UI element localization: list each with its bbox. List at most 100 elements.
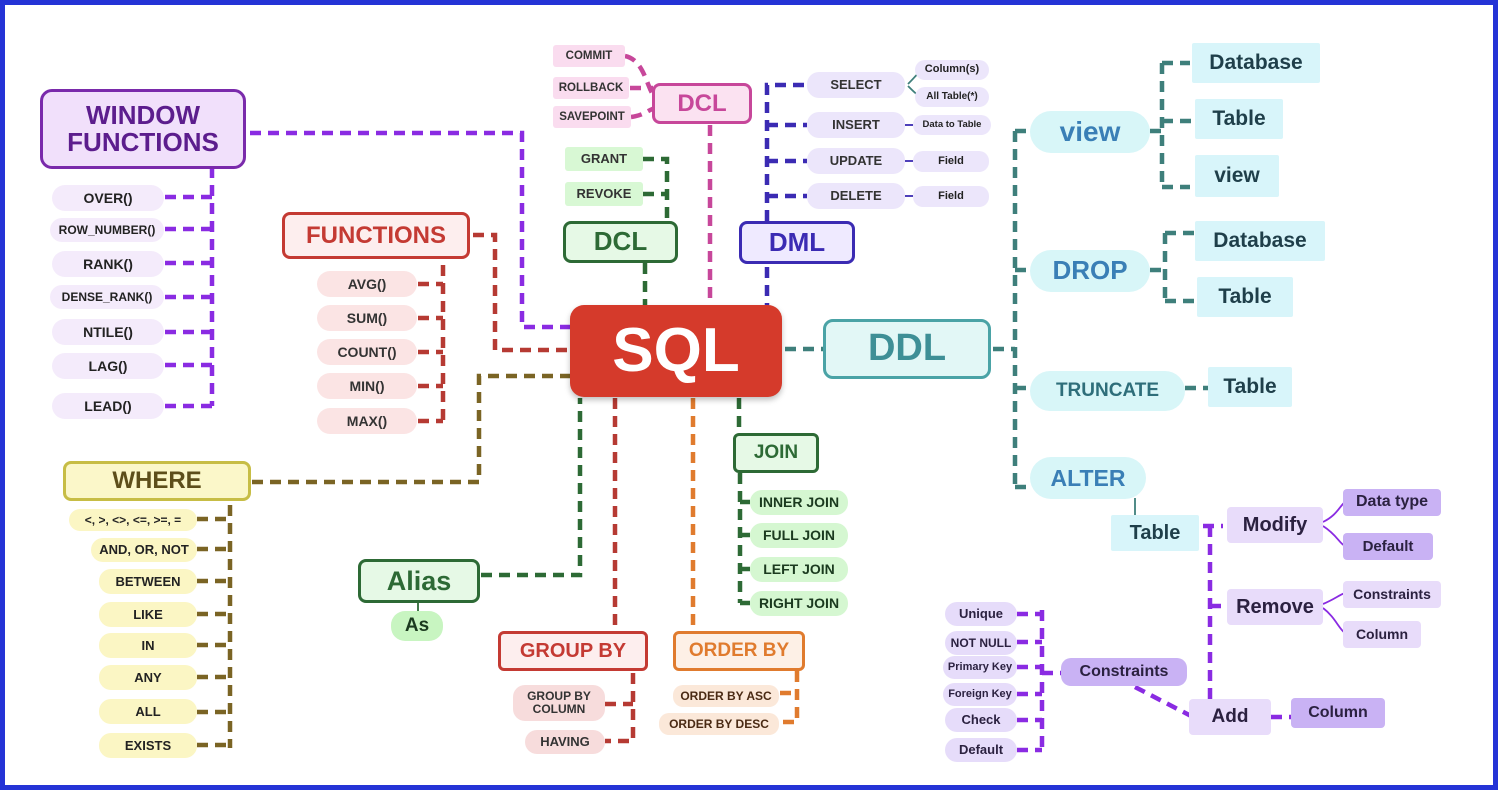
constraint-item: Default xyxy=(945,738,1017,762)
function-label: MIN() xyxy=(349,377,385,394)
dml-item: SELECT xyxy=(807,72,905,98)
window-function-item: LAG() xyxy=(52,353,164,379)
dml-sub-label: Field xyxy=(938,154,964,167)
alter-constraints-label: Constraints xyxy=(1079,662,1169,680)
join-title: JOIN xyxy=(753,442,799,464)
alter-add-node: Add xyxy=(1189,699,1271,735)
group-by-label: GROUP BY COLUMN xyxy=(527,689,591,716)
window-function-label: LEAD() xyxy=(84,397,132,414)
ddl-view-node: view xyxy=(1030,111,1150,153)
dcl-transaction-label: ROLLBACK xyxy=(558,81,624,94)
dcl-transaction-label: SAVEPOINT xyxy=(559,110,625,123)
where-item: IN xyxy=(99,633,197,658)
where-node: WHERE xyxy=(63,461,251,501)
alter-modify-item-label: Default xyxy=(1362,537,1414,555)
dcl-transaction-item: COMMIT xyxy=(553,45,625,67)
join-item: RIGHT JOIN xyxy=(750,591,848,616)
constraint-item: Foreign Key xyxy=(943,683,1017,706)
order-by-label: ORDER BY DESC xyxy=(669,716,769,731)
window-function-item: DENSE_RANK() xyxy=(50,285,164,309)
sql-root-node: SQL xyxy=(570,305,782,397)
window-function-label: OVER() xyxy=(83,189,133,206)
function-item: MIN() xyxy=(317,373,417,399)
window-function-label: ROW_NUMBER() xyxy=(58,222,156,237)
constraint-label: Unique xyxy=(958,606,1004,622)
alter-add-item-label: Column xyxy=(1308,703,1368,721)
alias-title: Alias xyxy=(386,565,452,596)
alter-modify-node: Modify xyxy=(1227,507,1323,543)
dml-item: UPDATE xyxy=(807,148,905,174)
alias-node: Alias xyxy=(358,559,480,603)
constraint-item: Unique xyxy=(945,602,1017,626)
where-item: ALL xyxy=(99,699,197,724)
dml-label: DELETE xyxy=(830,188,882,204)
alter-remove-label: Remove xyxy=(1236,595,1314,618)
ddl-drop-item-label: Table xyxy=(1218,284,1272,308)
dml-sub-item: Field xyxy=(913,151,989,172)
ddl-drop-item: Database xyxy=(1195,221,1325,261)
ddl-drop-node: DROP xyxy=(1030,250,1150,292)
dml-sub-label: Column(s) xyxy=(924,63,980,76)
where-item: AND, OR, NOT xyxy=(91,538,197,562)
function-item: SUM() xyxy=(317,305,417,331)
group-by-node: GROUP BY xyxy=(498,631,648,671)
alter-remove-item-label: Constraints xyxy=(1353,586,1431,603)
alter-modify-item: Default xyxy=(1343,533,1433,560)
ddl-title: DDL xyxy=(867,327,947,370)
dcl-title: DCL xyxy=(593,226,648,257)
dml-item: INSERT xyxy=(807,112,905,138)
ddl-drop-item-label: Database xyxy=(1213,228,1307,252)
window-function-item: LEAD() xyxy=(52,393,164,419)
window-function-label: NTILE() xyxy=(83,323,133,340)
dml-sub-item: All Table(*) xyxy=(915,87,989,107)
sql-root-label: SQL xyxy=(612,316,740,386)
constraint-label: Foreign Key xyxy=(948,687,1012,700)
dml-sub-item: Field xyxy=(913,186,989,207)
window-function-item: RANK() xyxy=(52,251,164,277)
join-item: LEFT JOIN xyxy=(750,557,848,582)
dml-node: DML xyxy=(739,221,855,264)
dml-label: SELECT xyxy=(830,77,882,93)
ddl-truncate-item: Table xyxy=(1208,367,1292,407)
where-label: <, >, <>, <=, >=, = xyxy=(84,512,182,527)
ddl-view-item-label: view xyxy=(1214,163,1260,187)
dcl-item: REVOKE xyxy=(565,182,643,206)
alter-table-node: Table xyxy=(1111,515,1199,551)
alter-modify-item: Data type xyxy=(1343,489,1441,516)
dcl-item: GRANT xyxy=(565,147,643,171)
where-item: ANY xyxy=(99,665,197,690)
where-label: LIKE xyxy=(133,606,163,622)
where-label: BETWEEN xyxy=(115,573,181,589)
constraint-item: Check xyxy=(945,708,1017,732)
where-title: WHERE xyxy=(112,467,202,495)
ddl-view-item: Database xyxy=(1192,43,1320,83)
group-by-label: HAVING xyxy=(540,734,590,750)
join-label: FULL JOIN xyxy=(762,527,836,544)
where-item: BETWEEN xyxy=(99,569,197,594)
order-by-label: ORDER BY ASC xyxy=(680,688,772,703)
where-label: ANY xyxy=(134,669,162,685)
join-item: FULL JOIN xyxy=(750,523,848,548)
where-item: <, >, <>, <=, >=, = xyxy=(69,509,197,531)
ddl-view-item: view xyxy=(1195,155,1279,197)
ddl-view-label: view xyxy=(1059,116,1121,148)
where-label: AND, OR, NOT xyxy=(99,542,189,558)
constraint-label: NOT NULL xyxy=(950,635,1012,650)
join-label: INNER JOIN xyxy=(758,494,840,511)
alter-table-label: Table xyxy=(1129,521,1181,544)
dml-label: UPDATE xyxy=(829,153,883,169)
window-function-item: ROW_NUMBER() xyxy=(50,218,164,242)
functions-node: FUNCTIONS xyxy=(282,212,470,259)
constraint-label: Default xyxy=(958,742,1004,758)
join-node: JOIN xyxy=(733,433,819,473)
dcl-transaction-node: DCL xyxy=(652,83,752,124)
join-label: RIGHT JOIN xyxy=(758,595,840,612)
where-item: LIKE xyxy=(99,602,197,627)
order-by-item: ORDER BY DESC xyxy=(659,713,779,735)
ddl-drop-label: DROP xyxy=(1052,255,1128,286)
group-by-item: HAVING xyxy=(525,730,605,754)
where-label: ALL xyxy=(135,703,161,719)
window-function-item: OVER() xyxy=(52,185,164,211)
ddl-drop-item: Table xyxy=(1197,277,1293,317)
